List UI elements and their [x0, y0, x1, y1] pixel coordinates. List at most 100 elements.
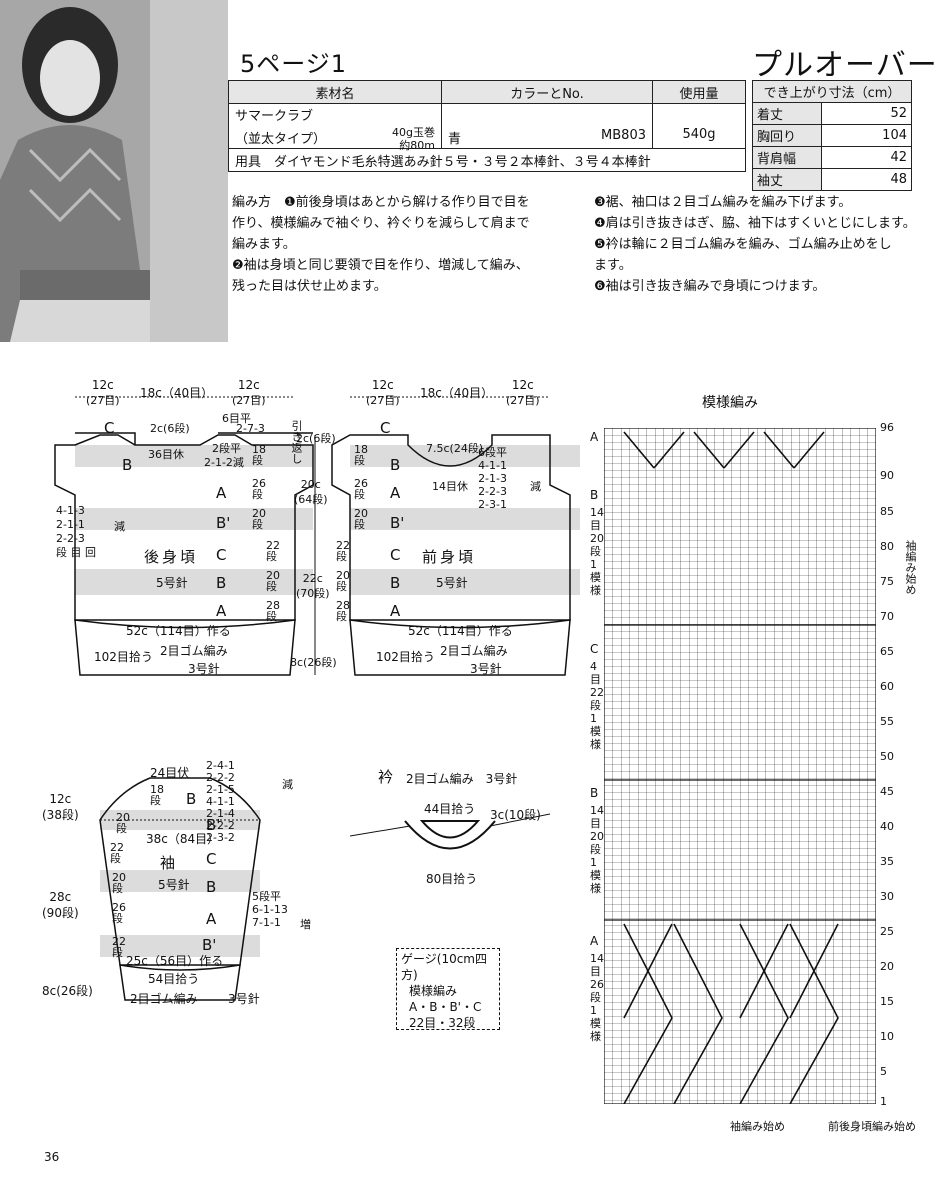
front-pick: 102目拾う — [376, 650, 435, 664]
front-rows-5: 20段 — [336, 569, 350, 593]
size-value: 104 — [821, 124, 912, 147]
sleeve-pattern-Bp2: B' — [202, 936, 217, 954]
back-shoulder-flat: 6目平 — [222, 412, 251, 425]
front-dim-top-mid: 18c（40目） — [420, 386, 494, 400]
front-corner-label: C — [380, 419, 391, 437]
back-rib: 2目ゴム編み — [160, 644, 228, 658]
chart-body-start: 前後身頃編み始め — [828, 1120, 916, 1133]
back-dim-top-mid: 18c（40目） — [140, 386, 214, 400]
sleeve-inc-label: 増 — [300, 918, 311, 931]
color-number: MB803 — [601, 128, 646, 143]
sleeve-rows-6: 22段 — [112, 935, 126, 959]
sleeve-mid: 38c（84目） — [146, 832, 220, 846]
back-body-dim: 22c(70段) — [296, 572, 330, 600]
back-rows-1: 18段 — [252, 443, 266, 467]
sleeve-dim-body: 28c(90段) — [42, 890, 79, 920]
sleeve-rib-needle: 3号針 — [228, 992, 260, 1006]
front-dim-top-left: 12c(27目) — [366, 378, 400, 407]
back-rows-4: 22段 — [266, 539, 280, 563]
back-corner-label: C — [104, 419, 115, 437]
back-armhole-dim: 20c(64段) — [294, 478, 328, 506]
model-photo — [0, 0, 228, 342]
col-amount: 使用量 — [652, 80, 746, 104]
chart-sleeve-start-bottom: 袖編み始め — [730, 1120, 785, 1133]
col-color: カラーとNo. — [441, 80, 653, 104]
instruction-line: 残った目は伏せ止めます。 — [232, 279, 387, 294]
sleeve-pattern-A: A — [206, 910, 217, 928]
chart-section-C-note: 4目 22段 1模様 — [590, 660, 604, 751]
front-rows-6: 28段 — [336, 599, 350, 623]
back-dim-top-right: 12c(27目) — [232, 378, 266, 407]
gauge-line-3: 22目・32段 — [409, 1016, 476, 1030]
pattern-chart-grid — [604, 428, 876, 1104]
instruction-line: ます。 — [594, 258, 632, 273]
sleeve-dim-cap: 12c(38段) — [42, 792, 79, 822]
sleeve-rows-1: 18段 — [150, 783, 164, 807]
sleeve-diagram — [99, 777, 261, 1001]
back-pattern-B2: B — [216, 574, 227, 592]
back-yoke-dim: 2c(6段) — [296, 432, 336, 445]
gauge-title: ゲージ(10cm四方) — [401, 952, 487, 982]
chart-section-B1-note: 14目 20段 1模様 — [590, 506, 604, 597]
chart-section-A-note: 14目 26段 1模様 — [590, 952, 604, 1043]
back-name: 後身頃 — [144, 548, 199, 566]
front-pattern-C-left: C — [390, 546, 401, 564]
instruction-line: ❷袖は身頃と同じ要領で目を作り、増減して編み、 — [232, 258, 529, 273]
sleeve-rows-4: 20段 — [112, 871, 126, 895]
front-dim-top-right: 12c(27目) — [506, 378, 540, 407]
front-pattern-B2: B — [390, 574, 401, 592]
back-pattern-C: C — [216, 546, 227, 564]
back-rows-5: 20段 — [266, 569, 280, 593]
back-rows-6: 28段 — [266, 599, 280, 623]
chart-section-B2: B — [590, 786, 599, 800]
back-body-diagram — [54, 396, 316, 676]
instruction-line: ❻袖は引き抜き編みで身頃につけます。 — [594, 279, 826, 294]
sleeve-needle: 5号針 — [158, 878, 190, 892]
front-rows-1: 18段 — [354, 443, 368, 467]
back-hikikaeshi: 引き返し — [290, 420, 303, 464]
sleeve-dim-rib: 8c(26段) — [42, 984, 93, 998]
sleeve-pattern-Bp: B' — [206, 816, 221, 834]
sleeve-bottom: 25c（56目）作る — [126, 954, 224, 968]
amount-cell: 540g — [652, 103, 746, 149]
yarn-cell: サマークラブ （並太タイプ） 40g玉巻 約80m — [228, 103, 442, 152]
size-value: 42 — [821, 146, 912, 169]
sleeve-pattern-C: C — [206, 850, 217, 868]
col-material: 素材名 — [228, 80, 442, 104]
instruction-line: ❸裾、袖口は２目ゴム編みを編み下げます。 — [594, 195, 852, 210]
pattern-title: 5ページ1 — [240, 50, 348, 78]
back-rib-needle: 3号針 — [188, 662, 220, 676]
sleeve-pattern-B: B — [186, 790, 197, 808]
size-value: 52 — [821, 102, 912, 125]
collar-diagram — [350, 813, 550, 850]
size-label: 胸回り — [752, 124, 822, 147]
back-rows-3: 20段 — [252, 507, 266, 531]
back-dec-1: 2段平 — [212, 442, 241, 455]
size-label: 着丈 — [752, 102, 822, 125]
instruction-line: 作り、模様編みで袖ぐり、衿ぐりを減らして肩まで — [232, 216, 530, 231]
front-width: 52c（114目）作る — [408, 624, 513, 638]
back-dec-2: 2-1-2減 — [204, 456, 244, 469]
chart-section-A: A — [590, 934, 599, 948]
instructions-left: 編み方 ❶前後身頃はあとから解ける作り目で目を 作り、模様編みで袖ぐり、衿ぐりを… — [232, 192, 572, 297]
gauge-line-1: 模様編み — [409, 984, 458, 998]
front-rows-2: 26段 — [354, 477, 368, 501]
sleeve-pattern-B2: B — [206, 878, 217, 896]
color-cell: 青 MB803 — [441, 103, 653, 149]
sleeve-rows-2: 20段 — [116, 811, 130, 835]
front-rows-4: 22段 — [336, 539, 350, 563]
front-name: 前身頃 — [422, 548, 477, 566]
size-label: 袖丈 — [752, 168, 822, 191]
sleeve-top: 24目伏 — [150, 766, 190, 780]
back-neck-depth: 2c(6段) — [150, 422, 190, 435]
back-pattern-B: B — [122, 456, 133, 474]
back-pattern-A2: A — [216, 602, 227, 620]
gauge-box: ゲージ(10cm四方) 模様編み A・B・B'・C 22目・32段 — [396, 948, 500, 1030]
instruction-line: 編み方 ❶前後身頃はあとから解ける作り目で目を — [232, 195, 530, 210]
size-value: 48 — [821, 168, 912, 191]
instructions-right: ❸裾、袖口は２目ゴム編みを編み下げます。 ❹肩は引き抜きはぎ、脇、袖下はすくいと… — [594, 192, 924, 297]
